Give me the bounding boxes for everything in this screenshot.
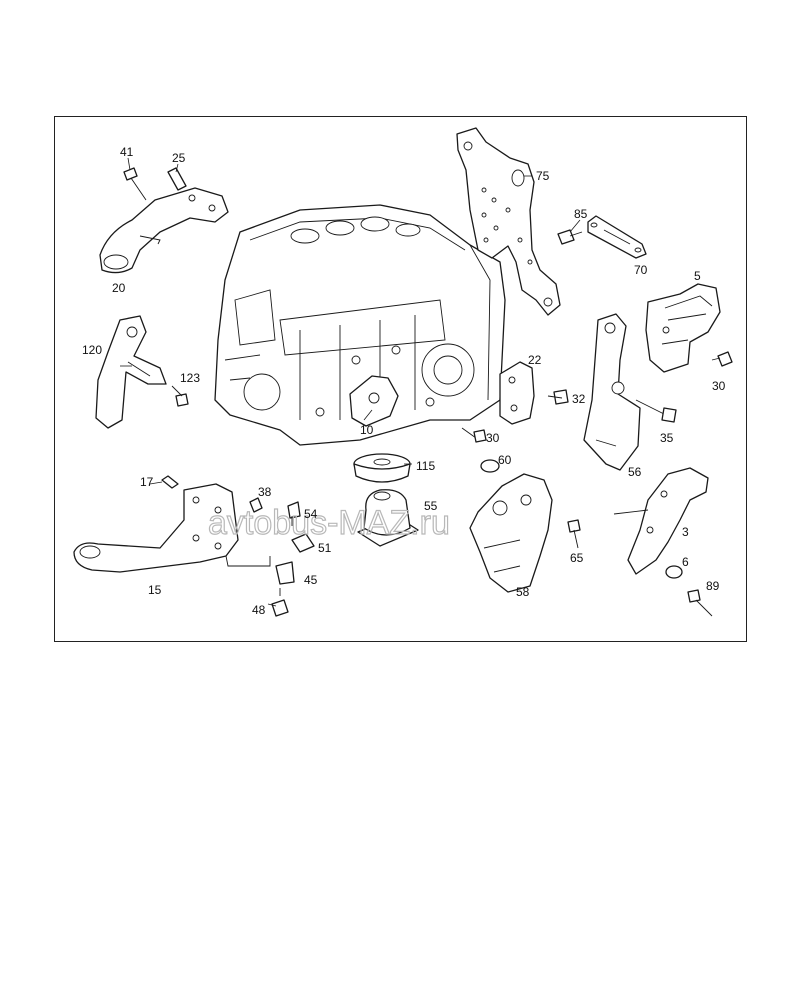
callout-numbers: 41 25 20 75 85 70 5 120 123 22 32 30 30 … (82, 145, 726, 617)
bolt-icon (291, 533, 315, 553)
callout-56: 56 (628, 465, 642, 479)
mounting-bracket-icon (583, 313, 641, 471)
callout-41: 41 (120, 145, 134, 159)
bolt-icon (249, 497, 263, 513)
watermark: avtobus-MAZ.ru (208, 504, 450, 542)
rubber-mount-icon (357, 489, 419, 547)
mounting-bracket-icon (613, 467, 709, 575)
callout-30-upper: 30 (712, 379, 726, 393)
bolt-icon (687, 589, 713, 617)
callout-45: 45 (304, 573, 318, 587)
callout-25: 25 (172, 151, 186, 165)
mounting-bracket-icon (645, 283, 721, 373)
callout-70: 70 (634, 263, 648, 277)
rubber-mount-icon (353, 453, 411, 483)
callout-3: 3 (682, 525, 689, 539)
callout-10: 10 (360, 423, 374, 437)
callout-75: 75 (536, 169, 550, 183)
bolt-icon (275, 561, 295, 585)
callout-115: 115 (416, 459, 435, 473)
rubber-mount-icon (665, 565, 683, 579)
bolt-icon (123, 167, 147, 201)
callout-48: 48 (252, 603, 266, 617)
callout-35: 35 (660, 431, 674, 445)
front-bracket-20 (99, 187, 229, 274)
callout-60: 60 (498, 453, 512, 467)
bolt-icon (567, 519, 581, 549)
support-arm-15 (73, 483, 271, 573)
rubber-mount-icon (480, 459, 500, 473)
strap-70 (587, 215, 647, 259)
callout-85: 85 (574, 207, 588, 221)
callout-89: 89 (706, 579, 720, 593)
callout-32: 32 (572, 392, 586, 406)
callout-54: 54 (304, 507, 318, 521)
callout-5: 5 (694, 269, 701, 283)
bolt-icon (271, 588, 289, 617)
callout-30-lower: 30 (486, 431, 500, 445)
mounting-bracket-icon (349, 375, 399, 427)
callout-65: 65 (570, 551, 584, 565)
callout-38: 38 (258, 485, 272, 499)
callout-20: 20 (112, 281, 126, 295)
leader-lines (120, 157, 581, 607)
bolt-icon (287, 501, 301, 526)
callout-17: 17 (140, 475, 154, 489)
engine-block-icon (214, 204, 506, 446)
mounting-bracket-icon (469, 473, 553, 593)
bolt-icon (635, 399, 677, 423)
side-bracket-120 (95, 315, 167, 429)
bolt-icon (547, 389, 569, 405)
rear-plate-75 (456, 127, 561, 316)
bolt-icon (171, 385, 189, 407)
pin-icon (161, 475, 179, 489)
callout-58: 58 (516, 585, 530, 599)
pin-icon (167, 167, 187, 191)
callout-22: 22 (528, 353, 542, 367)
callout-51: 51 (318, 541, 332, 555)
callout-55: 55 (424, 499, 438, 513)
callout-6: 6 (682, 555, 689, 569)
mounting-bracket-icon (499, 361, 535, 425)
callout-120: 120 (82, 343, 102, 357)
callout-15: 15 (148, 583, 162, 597)
bolt-icon (461, 427, 487, 443)
bolt-icon (711, 351, 733, 367)
callout-123: 123 (180, 371, 200, 385)
bolt-icon (557, 229, 583, 245)
